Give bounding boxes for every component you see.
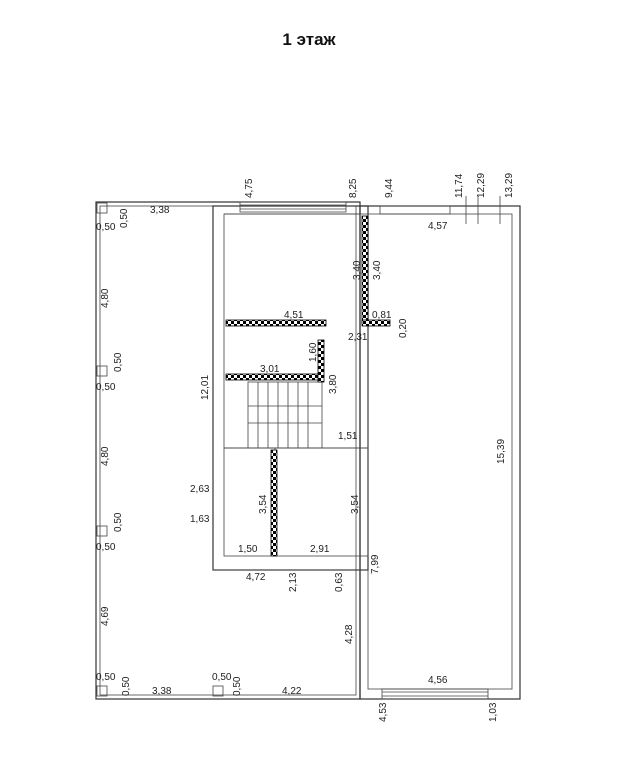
dim-top-13-29: 13,29 — [504, 173, 515, 198]
dim-4-56: 4,56 — [428, 675, 448, 686]
dim-3-40-b: 3,40 — [372, 260, 383, 280]
dim-left-4-80-a: 4,80 — [100, 288, 111, 308]
central-walls — [212, 205, 369, 571]
dim-left-0-50-c: 0,50 — [113, 352, 124, 372]
dim-3-54-b: 3,54 — [350, 494, 361, 514]
dim-bottom-0-50-d: 0,50 — [232, 676, 243, 696]
dim-top-11-74: 11,74 — [454, 173, 465, 198]
dim-1-03: 1,03 — [488, 702, 499, 722]
dim-7-99: 7,99 — [370, 554, 381, 574]
dim-bottom-0-50-c: 0,50 — [212, 672, 232, 683]
dim-0-81: 0,81 — [372, 310, 392, 321]
dim-bottom-4-22: 4,22 — [282, 686, 302, 697]
dim-4-28: 4,28 — [344, 624, 355, 644]
windows — [239, 201, 489, 700]
dim-left-0-50-e: 0,50 — [113, 512, 124, 532]
column-markers — [96, 196, 501, 697]
dim-3-54-a: 3,54 — [258, 494, 269, 514]
dim-4-53: 4,53 — [378, 702, 389, 722]
dim-3-80: 3,80 — [328, 374, 339, 394]
dim-3-01: 3,01 — [260, 364, 280, 375]
left-outer-walls — [95, 201, 361, 700]
dim-bottom-0-50-b: 0,50 — [121, 676, 132, 696]
page-title: 1 этаж — [282, 30, 336, 49]
dim-left-0-50-f: 0,50 — [96, 542, 116, 553]
dim-left-0-50-d: 0,50 — [96, 382, 116, 393]
dim-left-0-50-a: 0,50 — [96, 222, 116, 233]
dim-left-4-80-b: 4,80 — [100, 446, 111, 466]
dim-2-31: 2,31 — [348, 332, 368, 343]
dim-2-63: 2,63 — [190, 484, 210, 495]
dim-1-63: 1,63 — [190, 514, 210, 525]
dim-0-63: 0,63 — [334, 572, 345, 592]
dim-bottom-0-50-a: 0,50 — [96, 672, 116, 683]
dim-12-01: 12,01 — [200, 375, 211, 400]
dim-left-0-50-b: 0,50 — [119, 208, 130, 228]
dim-2-13: 2,13 — [288, 572, 299, 592]
dim-top-12-29: 12,29 — [476, 173, 487, 198]
dim-bottom-3-38: 3,38 — [152, 686, 172, 697]
dim-left-3-38-top: 3,38 — [150, 205, 170, 216]
dimension-labels: 4,75 8,25 9,44 11,74 12,29 13,29 0,50 0,… — [96, 173, 515, 722]
hatched-partitions — [225, 215, 391, 557]
dim-top-9-44: 9,44 — [384, 178, 395, 198]
dim-left-4-69: 4,69 — [100, 606, 111, 626]
dim-4-57: 4,57 — [428, 221, 448, 232]
dim-0-20: 0,20 — [398, 318, 409, 338]
dim-top-8-25: 8,25 — [348, 178, 359, 198]
staircase — [247, 381, 323, 449]
dim-1-50: 1,50 — [238, 544, 258, 555]
dim-1-60: 1,60 — [308, 342, 319, 362]
dim-4-72: 4,72 — [246, 572, 266, 583]
dim-15-39: 15,39 — [496, 439, 507, 464]
dim-3-40-a: 3,40 — [352, 260, 363, 280]
dim-2-91: 2,91 — [310, 544, 330, 555]
dim-1-51: 1,51 — [338, 431, 358, 442]
dim-4-51: 4,51 — [284, 310, 304, 321]
dim-top-4-75: 4,75 — [244, 178, 255, 198]
